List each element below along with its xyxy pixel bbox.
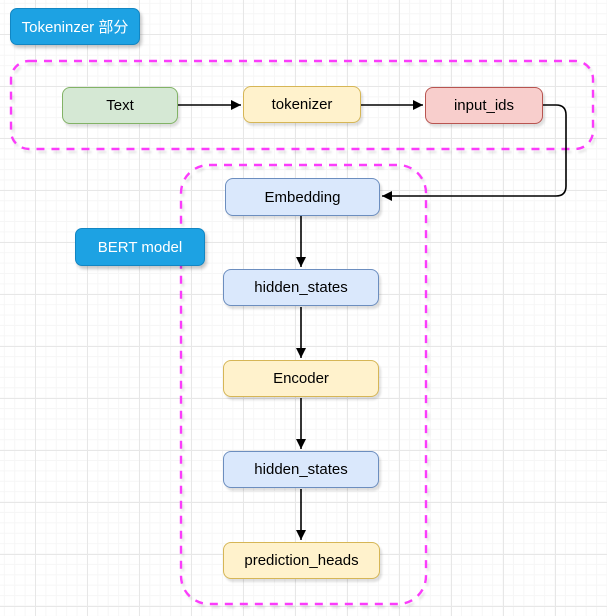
node-input-ids-label: input_ids bbox=[453, 97, 515, 114]
node-encoder-label: Encoder bbox=[273, 370, 329, 387]
node-text-label: Text bbox=[106, 97, 134, 114]
node-hidden-states-1[interactable]: hidden_states bbox=[223, 269, 379, 306]
node-hidden-states-2-label: hidden_states bbox=[254, 461, 348, 478]
node-hidden-states-2[interactable]: hidden_states bbox=[223, 451, 379, 488]
node-embedding-label: Embedding bbox=[264, 188, 341, 206]
node-prediction-heads[interactable]: prediction_heads bbox=[223, 542, 380, 579]
tokenizer-section-label-text: Tokeninzer 部分 bbox=[21, 19, 129, 36]
node-text[interactable]: Text bbox=[62, 87, 178, 124]
node-hidden-states-1-label: hidden_states bbox=[254, 279, 348, 296]
bert-model-label-text: BERT model bbox=[97, 238, 183, 256]
node-input-ids[interactable]: input_ids bbox=[425, 87, 543, 124]
node-tokenizer-label: tokenizer bbox=[271, 96, 333, 113]
tokenizer-section-label[interactable]: Tokeninzer 部分 bbox=[10, 8, 140, 45]
node-tokenizer[interactable]: tokenizer bbox=[243, 86, 361, 123]
node-embedding[interactable]: Embedding bbox=[225, 178, 380, 216]
node-prediction-heads-label: prediction_heads bbox=[244, 552, 359, 569]
bert-model-label[interactable]: BERT model bbox=[75, 228, 205, 266]
node-encoder[interactable]: Encoder bbox=[223, 360, 379, 397]
